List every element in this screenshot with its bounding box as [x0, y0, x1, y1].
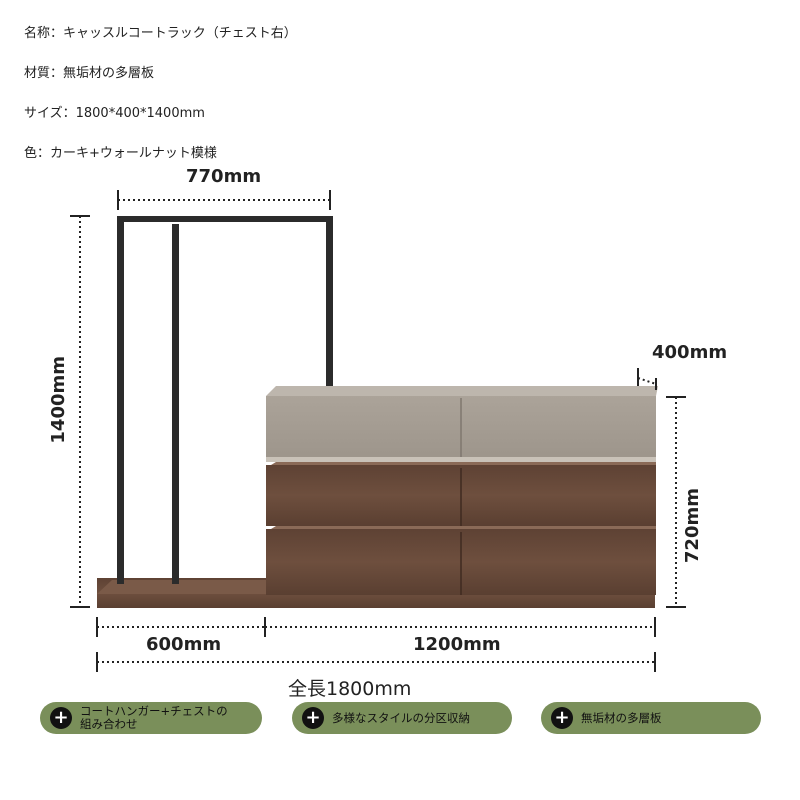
chest-top-section — [266, 386, 658, 462]
chest-middle-drawers — [266, 462, 656, 526]
dim-height-total: 1400mm — [48, 356, 69, 444]
dimension-lines — [70, 190, 686, 672]
feature-badge-combo-label: コートハンガー+チェストの 組み合わせ — [80, 704, 228, 731]
feature-badge-material-label: 無垢材の多層板 — [581, 710, 662, 725]
plus-icon: + — [551, 707, 573, 729]
feature-badge-material: + 無垢材の多層板 — [541, 702, 761, 734]
dim-height-chest: 720mm — [682, 488, 703, 564]
feature-badge-combo: + コートハンガー+チェストの 組み合わせ — [40, 702, 262, 734]
spec-color: 色：カーキ+ウォールナット模様 — [24, 146, 217, 161]
dim-depth: 400mm — [652, 342, 728, 363]
base-top — [97, 580, 268, 594]
spec-material: 材質：無垢材の多層板 — [24, 66, 155, 81]
feature-badge-storage-label: 多様なスタイルの分区収納 — [332, 710, 470, 725]
spec-size: サイズ：1800*400*1400mm — [24, 106, 205, 121]
spec-name: 名称：キャッスルコートラック（チェスト右） — [24, 26, 297, 41]
dim-right-width: 1200mm — [413, 634, 501, 655]
dim-left-width: 600mm — [146, 634, 222, 655]
plus-icon: + — [50, 707, 72, 729]
coat-rack-frame — [117, 216, 333, 584]
plus-icon: + — [302, 707, 324, 729]
chest-bottom-drawers — [266, 526, 656, 595]
dim-top-width: 770mm — [186, 166, 262, 187]
feature-badge-storage: + 多様なスタイルの分区収納 — [292, 702, 512, 734]
dim-total-length: 全長1800mm — [288, 678, 412, 700]
